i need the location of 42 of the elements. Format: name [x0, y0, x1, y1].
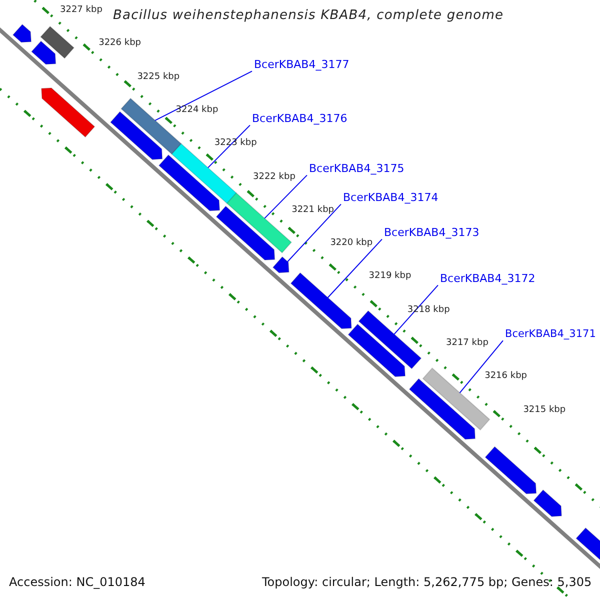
gene-label: BcerKBAB4_3177: [252, 58, 350, 72]
gene-feature: [226, 192, 292, 254]
gene-feature: [348, 324, 406, 378]
gene-feature: [272, 256, 290, 274]
scale-label: 3226 kbp: [98, 38, 141, 50]
scale-label: 3220 kbp: [330, 238, 373, 249]
scale-label: 3222 kbp: [253, 172, 296, 182]
scale-label: 3219 kbp: [368, 271, 412, 282]
gene-label: BcerKBAB4_3172: [438, 272, 536, 286]
leader-line: [264, 174, 308, 219]
leader-line: [154, 70, 252, 121]
accession-text: Accession: NC_010184: [9, 575, 146, 590]
gene-feature: [484, 446, 537, 494]
gene-feature: [12, 24, 32, 43]
leader-line: [208, 124, 250, 168]
scale-label: 3217 kbp: [446, 338, 488, 349]
gene-feature: [40, 88, 96, 138]
scale-label: 3215 kbp: [523, 404, 566, 416]
leader-line: [394, 284, 438, 335]
leader-line: [287, 204, 342, 262]
gene-feature: [216, 206, 276, 260]
gene-label: BcerKBAB4_3174: [341, 191, 438, 204]
scale-label: 3221 kbp: [292, 204, 334, 216]
genome-stats-text: Topology: circular; Length: 5,262,775 bp; Genes: 5,305: [262, 575, 592, 590]
leader-line: [327, 238, 382, 298]
leader-line: [459, 340, 504, 394]
gene-feature: [110, 111, 163, 160]
gene-label: BcerKBAB4_3176: [250, 112, 348, 126]
gene-label: BcerKBAB4_3175: [307, 162, 404, 176]
gene-feature: [30, 40, 56, 65]
gene-feature: [533, 489, 562, 518]
scale-label: 3227 kbp: [60, 5, 102, 16]
gene-feature: [40, 26, 75, 59]
gene-feature: [290, 272, 352, 330]
scale-label: 3225 kbp: [137, 72, 180, 82]
gene-label: BcerKBAB4_3173: [382, 226, 480, 240]
gene-feature: [158, 154, 220, 212]
gene-label: BcerKBAB4_3171: [503, 328, 596, 341]
scale-label: 3216 kbp: [484, 371, 527, 382]
title: Bacillus weihenstephanensis KBAB4, complete genome: [113, 8, 504, 24]
scale-label: 3224 kbp: [176, 104, 218, 116]
gene-feature: [408, 378, 476, 440]
